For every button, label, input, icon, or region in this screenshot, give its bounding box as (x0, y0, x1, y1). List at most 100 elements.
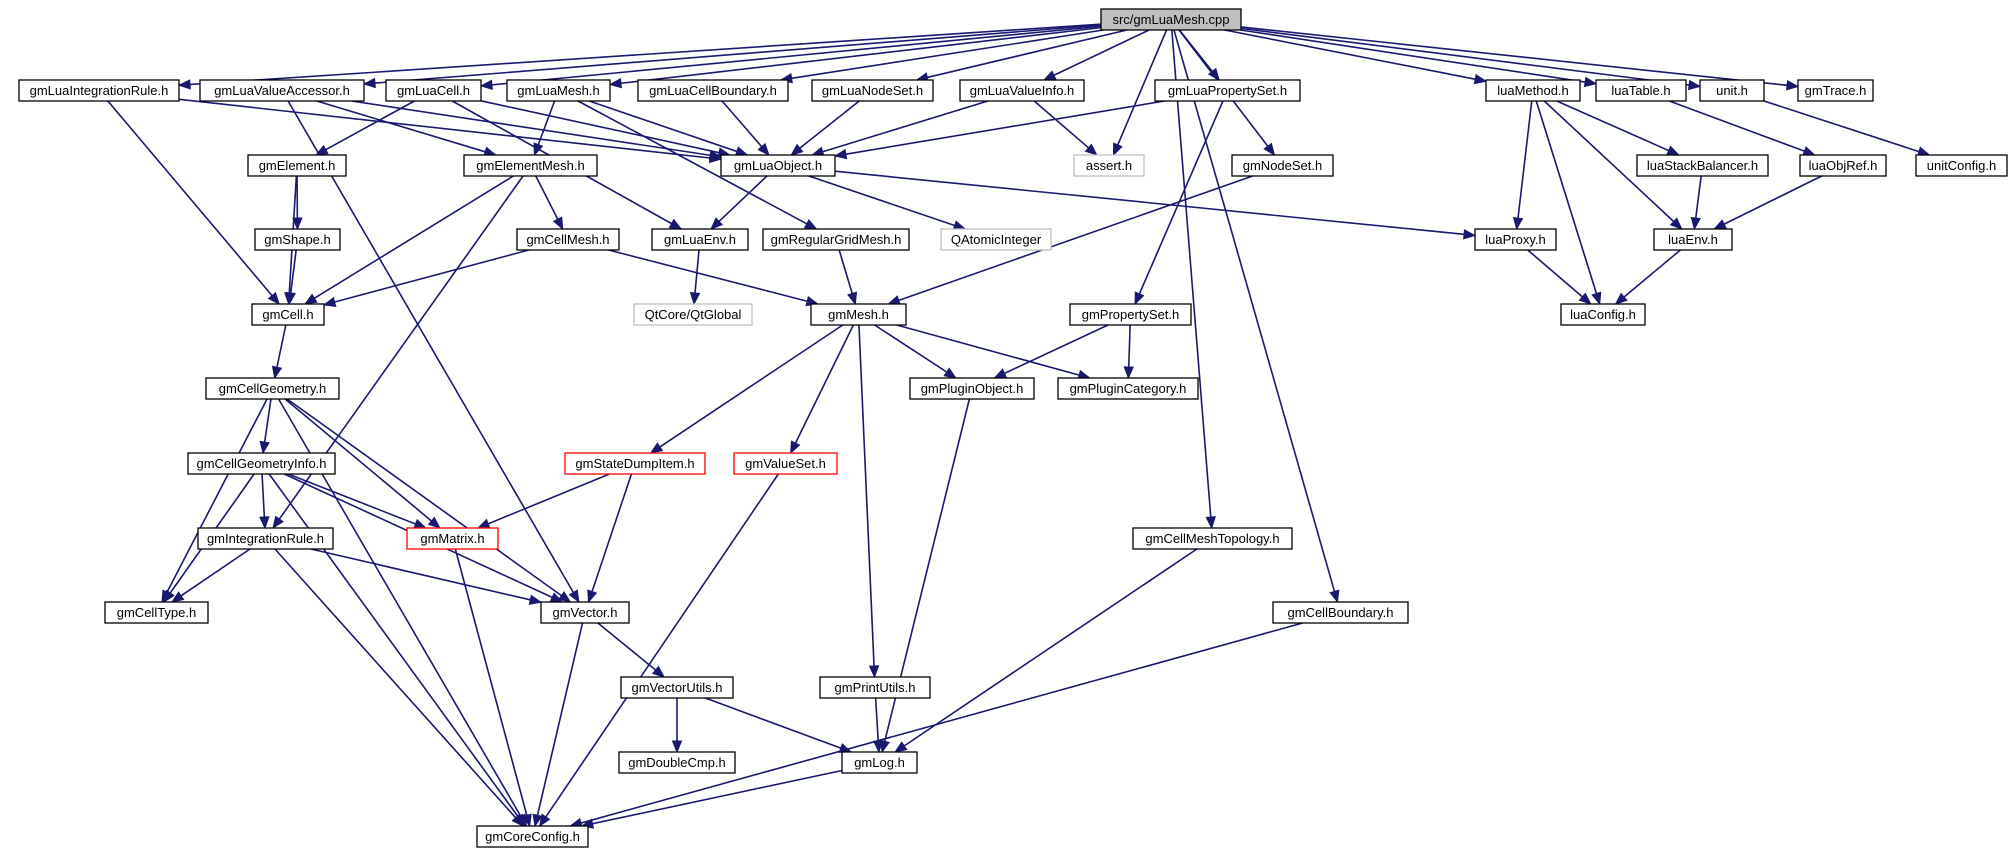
node-gmluavalueaccessor-h[interactable]: gmLuaValueAccessor.h (199, 79, 365, 102)
node-label: gmLuaValueInfo.h (970, 83, 1075, 98)
node-gmprintutils-h[interactable]: gmPrintUtils.h (819, 676, 931, 699)
node-gmluacell-h[interactable]: gmLuaCell.h (385, 79, 482, 102)
edge-gmluacellboundary-h-to-gmluaobject-h (721, 100, 770, 156)
node-gmcellmesh-h[interactable]: gmCellMesh.h (516, 228, 620, 251)
node-label: gmCellMeshTopology.h (1145, 531, 1279, 546)
node-luaconfig-h[interactable]: luaConfig.h (1560, 303, 1646, 326)
node-gmluavalueinfo-h[interactable]: gmLuaValueInfo.h (959, 79, 1085, 102)
edge-arrowhead (427, 516, 441, 529)
edge-line (858, 324, 875, 667)
node-luaenv-h[interactable]: luaEnv.h (1653, 228, 1733, 251)
node-gmregulargridmesh-h[interactable]: gmRegularGridMesh.h (762, 228, 910, 251)
node-gmmesh-h[interactable]: gmMesh.h (810, 303, 907, 326)
edge-line (822, 100, 989, 153)
edge-arrowhead (649, 442, 664, 454)
node-box (909, 377, 1035, 400)
node-gmcellmeshtopology-h[interactable]: gmCellMeshTopology.h (1132, 527, 1293, 550)
edge-line (608, 249, 808, 303)
node-gmcellgeometry-h[interactable]: gmCellGeometry.h (205, 377, 340, 400)
node-gmtrace-h[interactable]: gmTrace.h (1797, 79, 1874, 102)
node-box (385, 79, 482, 102)
edge-arrowhead (1463, 229, 1477, 240)
edge-gmcellgeometry-h-to-gmcellgeometryinfo-h (259, 398, 272, 455)
edge-gmluavalueaccessor-h-to-gmvector-h (287, 100, 580, 604)
node-label: gmCellBoundary.h (1288, 605, 1394, 620)
node-box (199, 79, 365, 102)
edge-line (1224, 29, 1476, 80)
node-gmpropertyset-h[interactable]: gmPropertySet.h (1069, 303, 1192, 326)
edge-gmmesh-h-to-gmprintutils-h (858, 324, 880, 679)
edge-line (845, 100, 1165, 155)
edge-gmshape-h-to-gmcell-h (285, 249, 297, 306)
node-box (1100, 8, 1242, 31)
node-gmnodeset-h[interactable]: gmNodeSet.h (1231, 154, 1334, 177)
node-box (506, 79, 611, 102)
node-gmintegrationrule-h[interactable]: gmIntegrationRule.h (197, 527, 334, 550)
node-luamethod-h[interactable]: luaMethod.h (1485, 79, 1581, 102)
node-label: gmLuaCellBoundary.h (649, 83, 777, 98)
node-box (1636, 154, 1769, 177)
node-gmplugincategory-h[interactable]: gmPluginCategory.h (1057, 377, 1199, 400)
node-gmcelltype-h[interactable]: gmCellType.h (104, 601, 209, 624)
node-qatomicinteger[interactable]: QAtomicInteger (940, 228, 1052, 251)
node-label: luaConfig.h (1570, 307, 1636, 322)
node-luatable-h[interactable]: luaTable.h (1595, 79, 1687, 102)
node-gmcoreconfig-h[interactable]: gmCoreConfig.h (476, 825, 589, 848)
edge-arrowhead (285, 291, 296, 306)
node-luaobjref-h[interactable]: luaObjRef.h (1799, 154, 1887, 177)
node-luastackbalancer-h[interactable]: luaStackBalancer.h (1636, 154, 1769, 177)
edge-luamethod-h-to-luaenv-h (1543, 100, 1683, 230)
node-label: assert.h (1086, 158, 1132, 173)
node-gmcellgeometryinfo-h[interactable]: gmCellGeometryInfo.h (187, 452, 336, 475)
node-gmluamesh-h[interactable]: gmLuaMesh.h (506, 79, 611, 102)
node-box (618, 751, 736, 774)
edge-line (1004, 324, 1109, 375)
edge-line (1240, 27, 1690, 86)
node-gmshape-h[interactable]: gmShape.h (254, 228, 341, 251)
node-box (841, 751, 918, 774)
node-gmluacellboundary-h[interactable]: gmLuaCellBoundary.h (637, 79, 789, 102)
node-gmvector-h[interactable]: gmVector.h (540, 601, 630, 624)
node-unitconfig-h[interactable]: unitConfig.h (1915, 154, 2008, 177)
edge-line (1117, 29, 1168, 146)
node-src-gmluamesh-cpp[interactable]: src/gmLuaMesh.cpp (1100, 8, 1242, 31)
node-gmluaobject-h[interactable]: gmLuaObject.h (720, 154, 836, 177)
node-gmelement-h[interactable]: gmElement.h (247, 154, 347, 177)
edge-arrowhead (568, 589, 580, 604)
node-gmluanodeset-h[interactable]: gmLuaNodeSet.h (811, 79, 934, 102)
edge-line (545, 473, 780, 818)
edge-gmcellgeometry-h-to-gmcelltype-h (161, 398, 268, 604)
node-gmluaenv-h[interactable]: gmLuaEnv.h (651, 228, 749, 251)
node-assert-h[interactable]: assert.h (1073, 154, 1145, 177)
node-gmluapropertyset-h[interactable]: gmLuaPropertySet.h (1154, 79, 1301, 102)
node-gmdoublecmp-h[interactable]: gmDoubleCmp.h (618, 751, 736, 774)
node-qtcore-qtglobal[interactable]: QtCore/QtGlobal (633, 303, 753, 326)
node-gmvalueset-h[interactable]: gmValueSet.h (733, 452, 838, 475)
edge-src-gmluamesh-cpp-to-luatable-h (1240, 29, 1598, 88)
node-unit-h[interactable]: unit.h (1699, 79, 1765, 102)
node-gmlog-h[interactable]: gmLog.h (841, 751, 918, 774)
node-label: gmPluginObject.h (921, 381, 1024, 396)
node-label: gmCellMesh.h (526, 232, 609, 247)
node-gmelementmesh-h[interactable]: gmElementMesh.h (463, 154, 598, 177)
node-label: unitConfig.h (1927, 158, 1996, 173)
node-gmmatrix-h[interactable]: gmMatrix.h (406, 527, 499, 550)
node-box (1595, 79, 1687, 102)
edge-line (374, 24, 1102, 84)
edge-gmmesh-h-to-gmvalueset-h (790, 324, 855, 455)
edge-arrowhead (1512, 216, 1524, 231)
node-luaproxy-h[interactable]: luaProxy.h (1474, 228, 1557, 251)
edge-line (927, 29, 1128, 79)
node-gmcell-h[interactable]: gmCell.h (251, 303, 325, 326)
edge-line (592, 769, 843, 825)
edge-gmmatrix-h-to-gmcoreconfig-h (454, 548, 532, 828)
node-box (819, 676, 931, 699)
node-gmcellboundary-h[interactable]: gmCellBoundary.h (1272, 601, 1409, 624)
edge-arrowhead (887, 295, 901, 306)
node-gmluaintegrationrule-h[interactable]: gmLuaIntegrationRule.h (18, 79, 180, 102)
node-gmvectorutils-h[interactable]: gmVectorUtils.h (620, 676, 734, 699)
node-gmstatedumpitem-h[interactable]: gmStateDumpItem.h (564, 452, 706, 475)
node-label: src/gmLuaMesh.cpp (1112, 12, 1229, 27)
edge-arrowhead (1591, 291, 1602, 306)
node-gmpluginobject-h[interactable]: gmPluginObject.h (909, 377, 1035, 400)
